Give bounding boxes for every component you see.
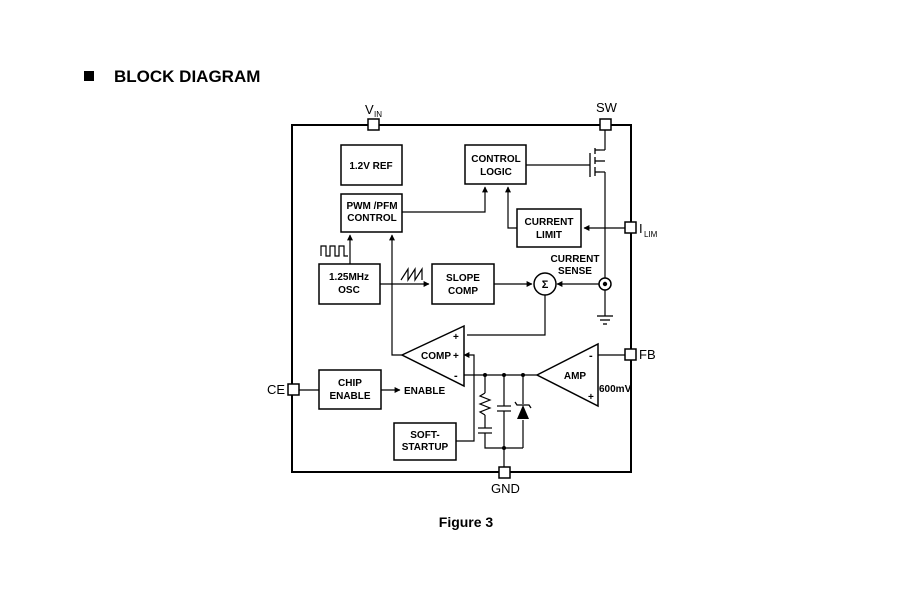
junction-dots [483,373,525,450]
ce-pin: CE [267,382,300,397]
chip-enable-block: CHIP ENABLE [318,369,382,410]
ilim-label: I [639,221,643,236]
pwm-label-1: PWM /PFM [346,201,397,212]
slope-comp-block: SLOPE COMP [431,263,495,305]
current-sense-label-1: CURRENT [551,254,600,265]
amp-label: AMP [564,371,587,382]
osc-label-1: 1.25MHz [329,272,369,283]
chip-label-1: CHIP [338,378,362,389]
amp-minus: - [589,350,593,362]
ilim-pin: I LIM [624,221,658,239]
current-sense-icon [598,277,612,291]
ilim-subscript: LIM [644,230,658,239]
pwm-block: PWM /PFM CONTROL [340,193,403,233]
soft-label-2: STARTUP [402,442,449,453]
fb-label: FB [639,347,656,362]
current-limit-block: CURRENT LIMIT [516,208,582,248]
current-sense-label-2: SENSE [558,266,592,277]
ref-block: 1.2V REF [340,144,403,186]
bullet-square-icon [84,71,94,81]
sum-symbol: Σ [542,279,549,291]
vin-label: V [365,102,374,117]
vin-subscript: IN [374,110,382,119]
error-amplifier: AMP - + [535,342,599,408]
gnd-label: GND [491,481,520,496]
vref-label: 600mV [599,384,632,395]
comp-label: COMP [421,351,451,362]
comp-plus-2: + [453,351,459,362]
section-title: BLOCK DIAGRAM [114,67,260,86]
comp-plus-1: + [453,332,459,343]
comp-minus: - [454,370,458,382]
amp-plus: + [588,392,594,403]
clock-waveform-icon [320,245,348,257]
ilim-label-2: LIMIT [536,230,562,241]
osc-block: 1.25MHz OSC [318,263,381,305]
wires [299,130,625,467]
soft-startup-block: SOFT- STARTUP [393,422,457,461]
enable-label: ENABLE [404,386,445,397]
slope-label-1: SLOPE [446,273,480,284]
summing-junction: Σ [533,272,557,296]
chip-label-2: ENABLE [329,391,370,402]
sw-label: SW [596,100,618,115]
ramp-waveform-icon [400,266,423,283]
fb-pin: FB [624,347,656,362]
slope-label-2: COMP [448,286,478,297]
wire-pwm-ctrl [402,186,488,213]
chip-outline [291,124,632,473]
figure-caption: Figure 3 [439,514,494,530]
comp-comparator: COMP + + - [400,324,465,388]
vin-pin: V IN [365,102,382,131]
pwm-label-2: CONTROL [347,213,396,224]
osc-label-2: OSC [338,285,360,296]
soft-label-1: SOFT- [410,430,439,441]
control-logic-block: CONTROL LOGIC [464,144,527,185]
ground-icon [597,315,613,325]
zener-diode-icon [514,401,532,419]
ilim-label-1: CURRENT [525,217,574,228]
mosfet-icon [589,148,605,177]
ctrl-label-2: LOGIC [480,167,512,178]
ref-label: 1.2V REF [349,161,392,172]
ctrl-label-1: CONTROL [471,154,520,165]
ce-label: CE [267,382,285,397]
